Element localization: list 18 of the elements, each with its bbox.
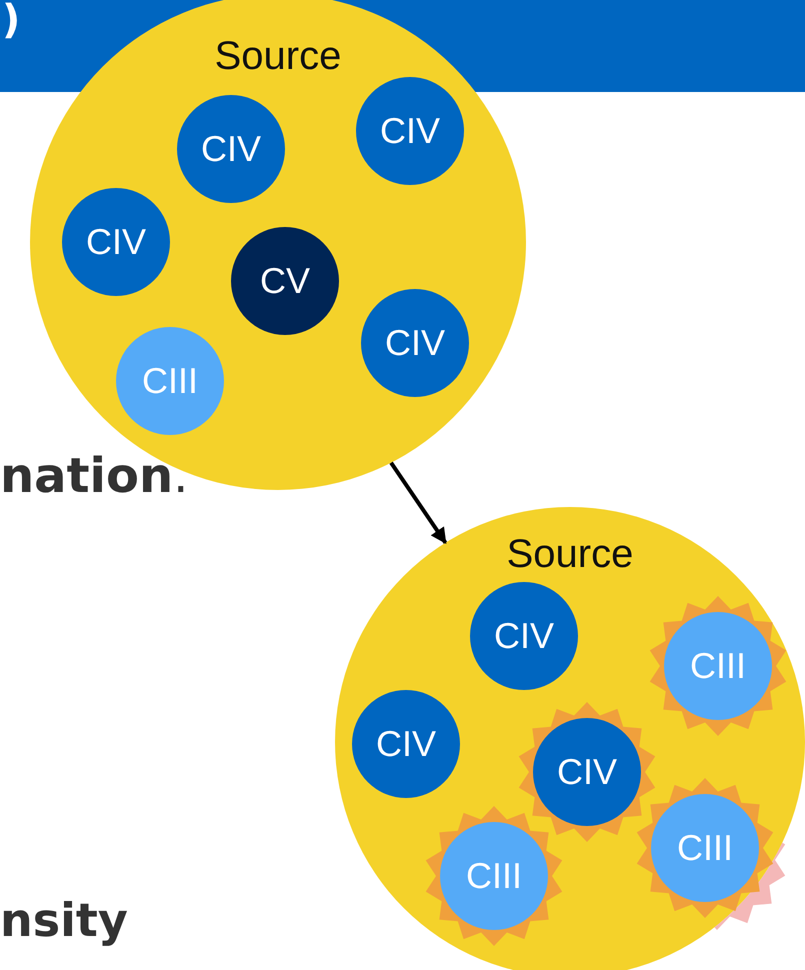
slide-text: nsity: [0, 895, 128, 946]
complex-label: CIV: [86, 221, 146, 263]
complex-label: CIII: [690, 645, 746, 687]
complex-label: CV: [260, 260, 310, 302]
complex-label: CIII: [142, 360, 198, 402]
complex-label: CIII: [676, 827, 733, 869]
arrow: [389, 462, 448, 544]
complex-label: CIII: [466, 855, 522, 897]
title-text: ): [2, 0, 20, 40]
complex-label: CIV: [376, 723, 436, 765]
complex-label: CIV: [556, 751, 617, 793]
complex-label: CIV: [384, 322, 445, 364]
slide-text: nation.: [0, 450, 188, 503]
complex-label: CIV: [200, 128, 261, 170]
complex-label: CIV: [380, 110, 440, 152]
complex-label: CIV: [494, 615, 554, 657]
source-label: Source: [214, 34, 342, 79]
source-label: Source: [506, 532, 634, 577]
